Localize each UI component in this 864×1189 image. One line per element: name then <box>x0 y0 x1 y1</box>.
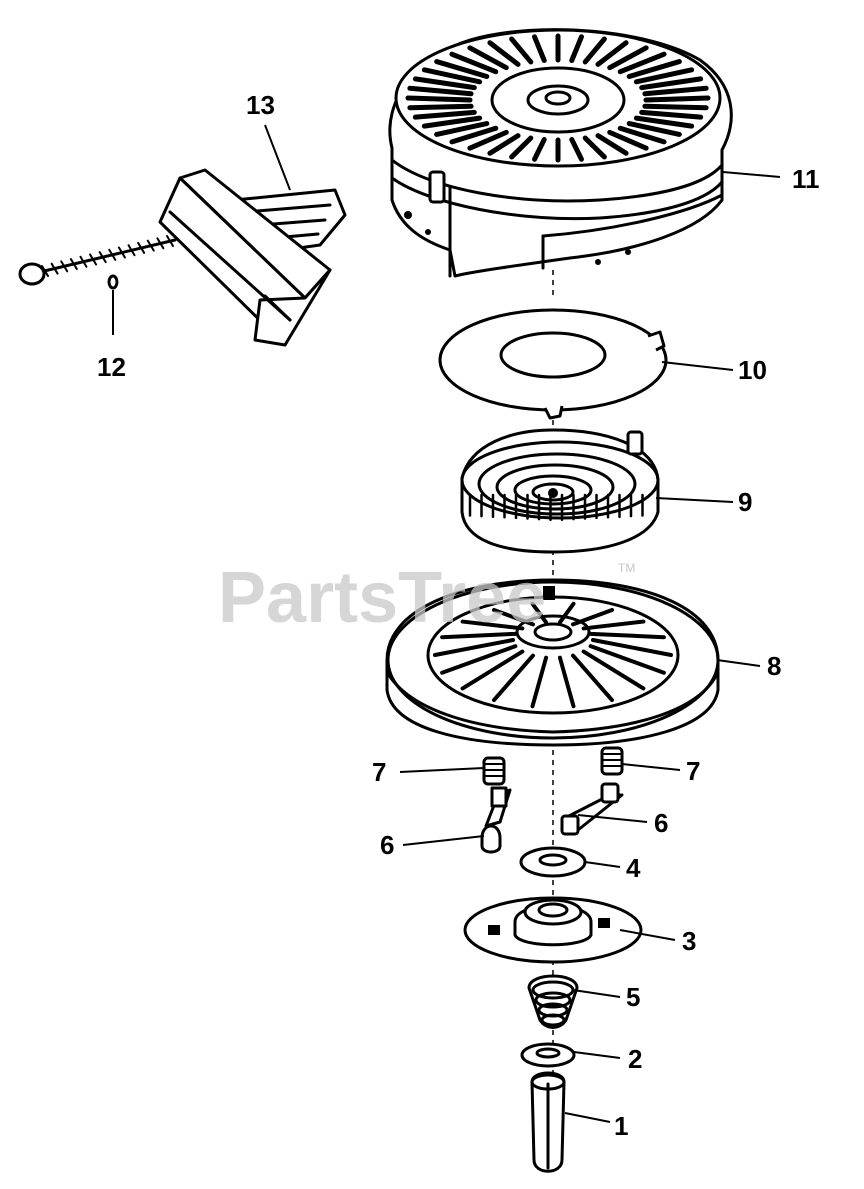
callout-3[interactable]: 3 <box>682 926 696 956</box>
part-6-starter-dog-right[interactable] <box>560 782 624 836</box>
part-9-recoil-spring[interactable] <box>460 428 660 554</box>
part-7-dog-spring-left[interactable] <box>482 756 506 786</box>
callout-7-right[interactable]: 7 <box>686 756 700 786</box>
watermark-trademark: TM <box>618 561 635 575</box>
watermark: PartsTree <box>218 558 546 638</box>
part-8-pulley[interactable] <box>385 578 720 747</box>
callout-9[interactable]: 9 <box>738 487 752 517</box>
part-7-dog-spring-right[interactable] <box>600 746 624 776</box>
part-13-rope-handle[interactable] <box>158 168 347 347</box>
callout-12[interactable]: 12 <box>97 352 126 382</box>
callout-2[interactable]: 2 <box>628 1044 642 1074</box>
callout-7-left[interactable]: 7 <box>372 757 386 787</box>
callout-11[interactable]: 11 <box>792 164 820 194</box>
callout-5[interactable]: 5 <box>626 982 640 1012</box>
callout-6-right[interactable]: 6 <box>654 808 668 838</box>
part-2-washer[interactable] <box>520 1042 576 1068</box>
part-10-washer-plate[interactable] <box>438 308 668 420</box>
housing-vent-slots <box>405 33 711 163</box>
callout-4[interactable]: 4 <box>626 853 641 883</box>
callout-6-left[interactable]: 6 <box>380 830 394 860</box>
callout-8[interactable]: 8 <box>767 651 781 681</box>
part-4-washer[interactable] <box>519 846 587 878</box>
callout-10[interactable]: 10 <box>738 355 767 385</box>
part-5-brake-spring[interactable] <box>527 974 579 1029</box>
part-6-starter-dog-left[interactable] <box>480 786 512 854</box>
part-3-retainer[interactable] <box>463 896 643 964</box>
part-11-starter-housing[interactable] <box>388 28 733 278</box>
leader-lines <box>112 124 781 1123</box>
pulley-spokes <box>433 601 673 709</box>
part-1-center-shaft[interactable] <box>530 1071 566 1173</box>
spring-coil-ribs <box>468 493 644 521</box>
callout-1[interactable]: 1 <box>614 1111 628 1141</box>
callout-13[interactable]: 13 <box>246 90 275 120</box>
part-12-starter-rope[interactable] <box>18 235 177 290</box>
rope-twist <box>41 235 174 277</box>
